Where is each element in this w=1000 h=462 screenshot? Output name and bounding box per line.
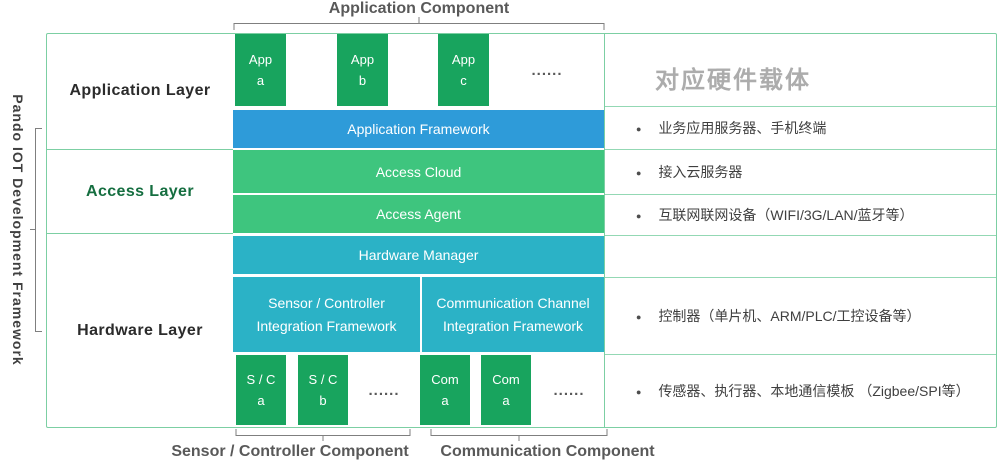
right-row-access-agent: ● 互联网联网设备（WIFI/3G/LAN/蓝牙等） (636, 206, 914, 223)
bullet-icon: ● (636, 123, 642, 134)
application-component-bracket (233, 17, 605, 30)
label-access-layer: Access Layer (86, 182, 194, 200)
right-row-controller: ● 控制器（单片机、ARM/PLC/工控设备等） (636, 307, 921, 324)
right-row-app-framework: ● 业务应用服务器、手机终端 (636, 119, 827, 136)
left-divider-access-hardware (47, 233, 233, 234)
label-sensor-controller-component: Sensor / Controller Component (171, 443, 409, 460)
left-brace (30, 128, 42, 332)
bullet-icon: ● (636, 210, 642, 221)
framework-frame (46, 33, 997, 428)
band-hardware-manager: Hardware Manager (233, 236, 604, 274)
right-row-sensor: ● 传感器、执行器、本地通信模板 （Zigbee/SPI等） (636, 383, 970, 399)
bullet-icon: ● (636, 387, 642, 397)
band-access-cloud: Access Cloud (233, 150, 604, 193)
app-ellipsis: ...... (531, 61, 563, 79)
right-row-line-4 (605, 235, 996, 236)
sensor-ellipsis: ...... (368, 381, 400, 399)
right-row-line-6 (605, 354, 996, 355)
framework-title-vertical: Pando IOT Development Framework (10, 94, 26, 366)
bullet-icon: ● (636, 311, 642, 322)
label-hardware-layer: Hardware Layer (77, 321, 203, 339)
label-application-component: Application Component (328, 0, 510, 17)
bullet-icon: ● (636, 167, 642, 178)
communication-bracket (430, 429, 608, 441)
left-divider-app-access (47, 149, 233, 150)
sensor-controller-bracket (235, 429, 411, 441)
right-row-line-1 (605, 106, 996, 107)
band-access-agent: Access Agent (233, 195, 604, 233)
label-communication-component: Communication Component (440, 443, 655, 460)
block-sensor-controller-framework: Sensor / Controller Integration Framewor… (233, 277, 420, 352)
right-row-line-2 (605, 149, 996, 150)
label-application-layer: Application Layer (69, 82, 211, 99)
block-communication-channel-framework: Communication Channel Integration Framew… (422, 277, 604, 352)
right-row-access-cloud: ● 接入云服务器 (636, 163, 743, 180)
right-row-line-5 (605, 277, 996, 278)
right-panel-title: 对应硬件载体 (655, 67, 811, 94)
band-application-framework: Application Framework (233, 110, 604, 148)
communication-ellipsis: ...... (553, 381, 585, 399)
right-row-line-3 (605, 194, 996, 195)
middle-right-divider (604, 33, 605, 428)
